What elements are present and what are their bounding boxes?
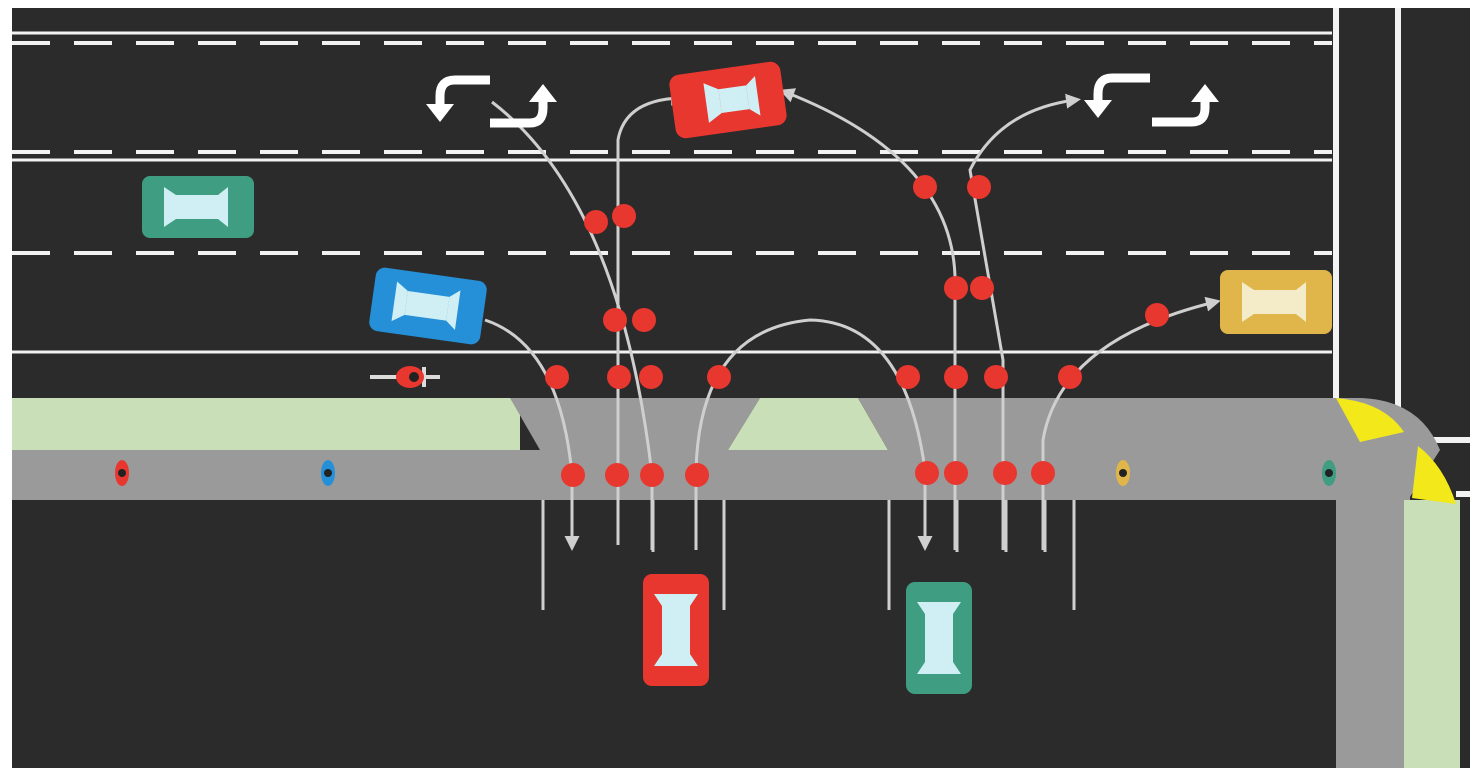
- conflict-point: [984, 365, 1008, 389]
- conflict-points: [545, 175, 1169, 487]
- conflict-point: [707, 365, 731, 389]
- conflict-point: [632, 308, 656, 332]
- conflict-point: [584, 210, 608, 234]
- conflict-point: [605, 463, 629, 487]
- conflict-point: [685, 463, 709, 487]
- pedestrian-head: [118, 469, 126, 477]
- conflict-point: [607, 365, 631, 389]
- path-straight-a: [616, 90, 686, 545]
- car-rear-window: [654, 654, 698, 666]
- car-green-left: [142, 176, 254, 238]
- turn-arrows-left: [426, 75, 557, 128]
- corner-marker-right: [1412, 446, 1456, 504]
- pedestrian-icon: [1322, 460, 1336, 486]
- conflict-point: [640, 463, 664, 487]
- conflict-point: [639, 365, 663, 389]
- conflict-point: [1145, 303, 1169, 327]
- conflict-point: [612, 204, 636, 228]
- left-turn-arrow-icon: [1093, 73, 1150, 106]
- car-windshield: [1242, 282, 1254, 322]
- pedestrian-head: [1119, 469, 1127, 477]
- conflict-point: [944, 276, 968, 300]
- conflict-point: [1058, 365, 1082, 389]
- conflict-point: [561, 463, 585, 487]
- grass-verge-2: [1404, 500, 1460, 768]
- cyclist-head: [409, 372, 419, 382]
- conflict-point: [993, 461, 1017, 485]
- car-roof: [925, 614, 953, 662]
- corner-marker-top: [1336, 398, 1404, 442]
- car-windshield: [391, 281, 408, 322]
- path-u-turn-minor: [694, 318, 933, 551]
- road-surface: [12, 8, 1470, 768]
- sidewalk-apron-right: [858, 398, 1340, 450]
- car-red-top: [669, 61, 787, 139]
- sidewalk-area: [12, 398, 1460, 768]
- conflict-point: [545, 365, 569, 389]
- car-windshield: [654, 594, 698, 606]
- car-roof: [718, 85, 750, 113]
- path-left-from-top: [491, 100, 654, 550]
- conflict-point: [915, 461, 939, 485]
- car-blue-left: [369, 267, 487, 345]
- grass-verge-1: [12, 398, 520, 450]
- conflict-point: [603, 308, 627, 332]
- car-green-bottom: [906, 582, 972, 694]
- conflict-point: [944, 461, 968, 485]
- path-right-top: [968, 93, 1081, 550]
- car-rear-window: [746, 76, 761, 116]
- pedestrian-icon: [321, 460, 335, 486]
- pedestrian-head: [1325, 469, 1333, 477]
- car-roof: [662, 606, 690, 654]
- pedestrian-head: [324, 469, 332, 477]
- conflict-point: [913, 175, 937, 199]
- sidewalk-apron-left: [510, 398, 760, 450]
- car-rear-window: [218, 187, 228, 227]
- car-rear-window: [1296, 282, 1306, 322]
- pedestrian-icon: [1116, 460, 1130, 486]
- pedestrians: [115, 460, 1336, 486]
- left-turn-arrowhead: [1084, 100, 1112, 118]
- conflict-point: [1031, 461, 1055, 485]
- car-windshield: [164, 187, 176, 227]
- pedestrian-icon: [115, 460, 129, 486]
- conflict-point: [970, 276, 994, 300]
- conflict-point: [944, 365, 968, 389]
- car-roof: [404, 291, 450, 321]
- left-turn-arrowhead: [426, 104, 454, 122]
- right-turn-arrowhead: [1191, 84, 1219, 102]
- right-turn-arrow-icon: [1152, 98, 1210, 127]
- conflict-point: [896, 365, 920, 389]
- car-rear-window: [446, 290, 461, 330]
- grass-island: [728, 398, 888, 450]
- left-turn-arrow-icon: [435, 75, 490, 110]
- path-to-yellow: [1041, 296, 1221, 550]
- right-turn-arrow-icon: [490, 98, 548, 128]
- car-roof: [1254, 290, 1296, 314]
- car-windshield: [917, 602, 961, 614]
- car-roof: [176, 195, 218, 219]
- car-rear-window: [917, 662, 961, 674]
- sidewalk-vertical: [1336, 450, 1408, 768]
- right-turn-arrowhead: [529, 84, 557, 102]
- car-red-bottom: [643, 574, 709, 686]
- car-yellow-right: [1220, 270, 1332, 334]
- conflict-point: [967, 175, 991, 199]
- cyclist: [370, 366, 440, 388]
- turn-arrows-right: [1084, 73, 1219, 127]
- car-windshield: [703, 83, 722, 123]
- sidewalk: [12, 450, 1410, 500]
